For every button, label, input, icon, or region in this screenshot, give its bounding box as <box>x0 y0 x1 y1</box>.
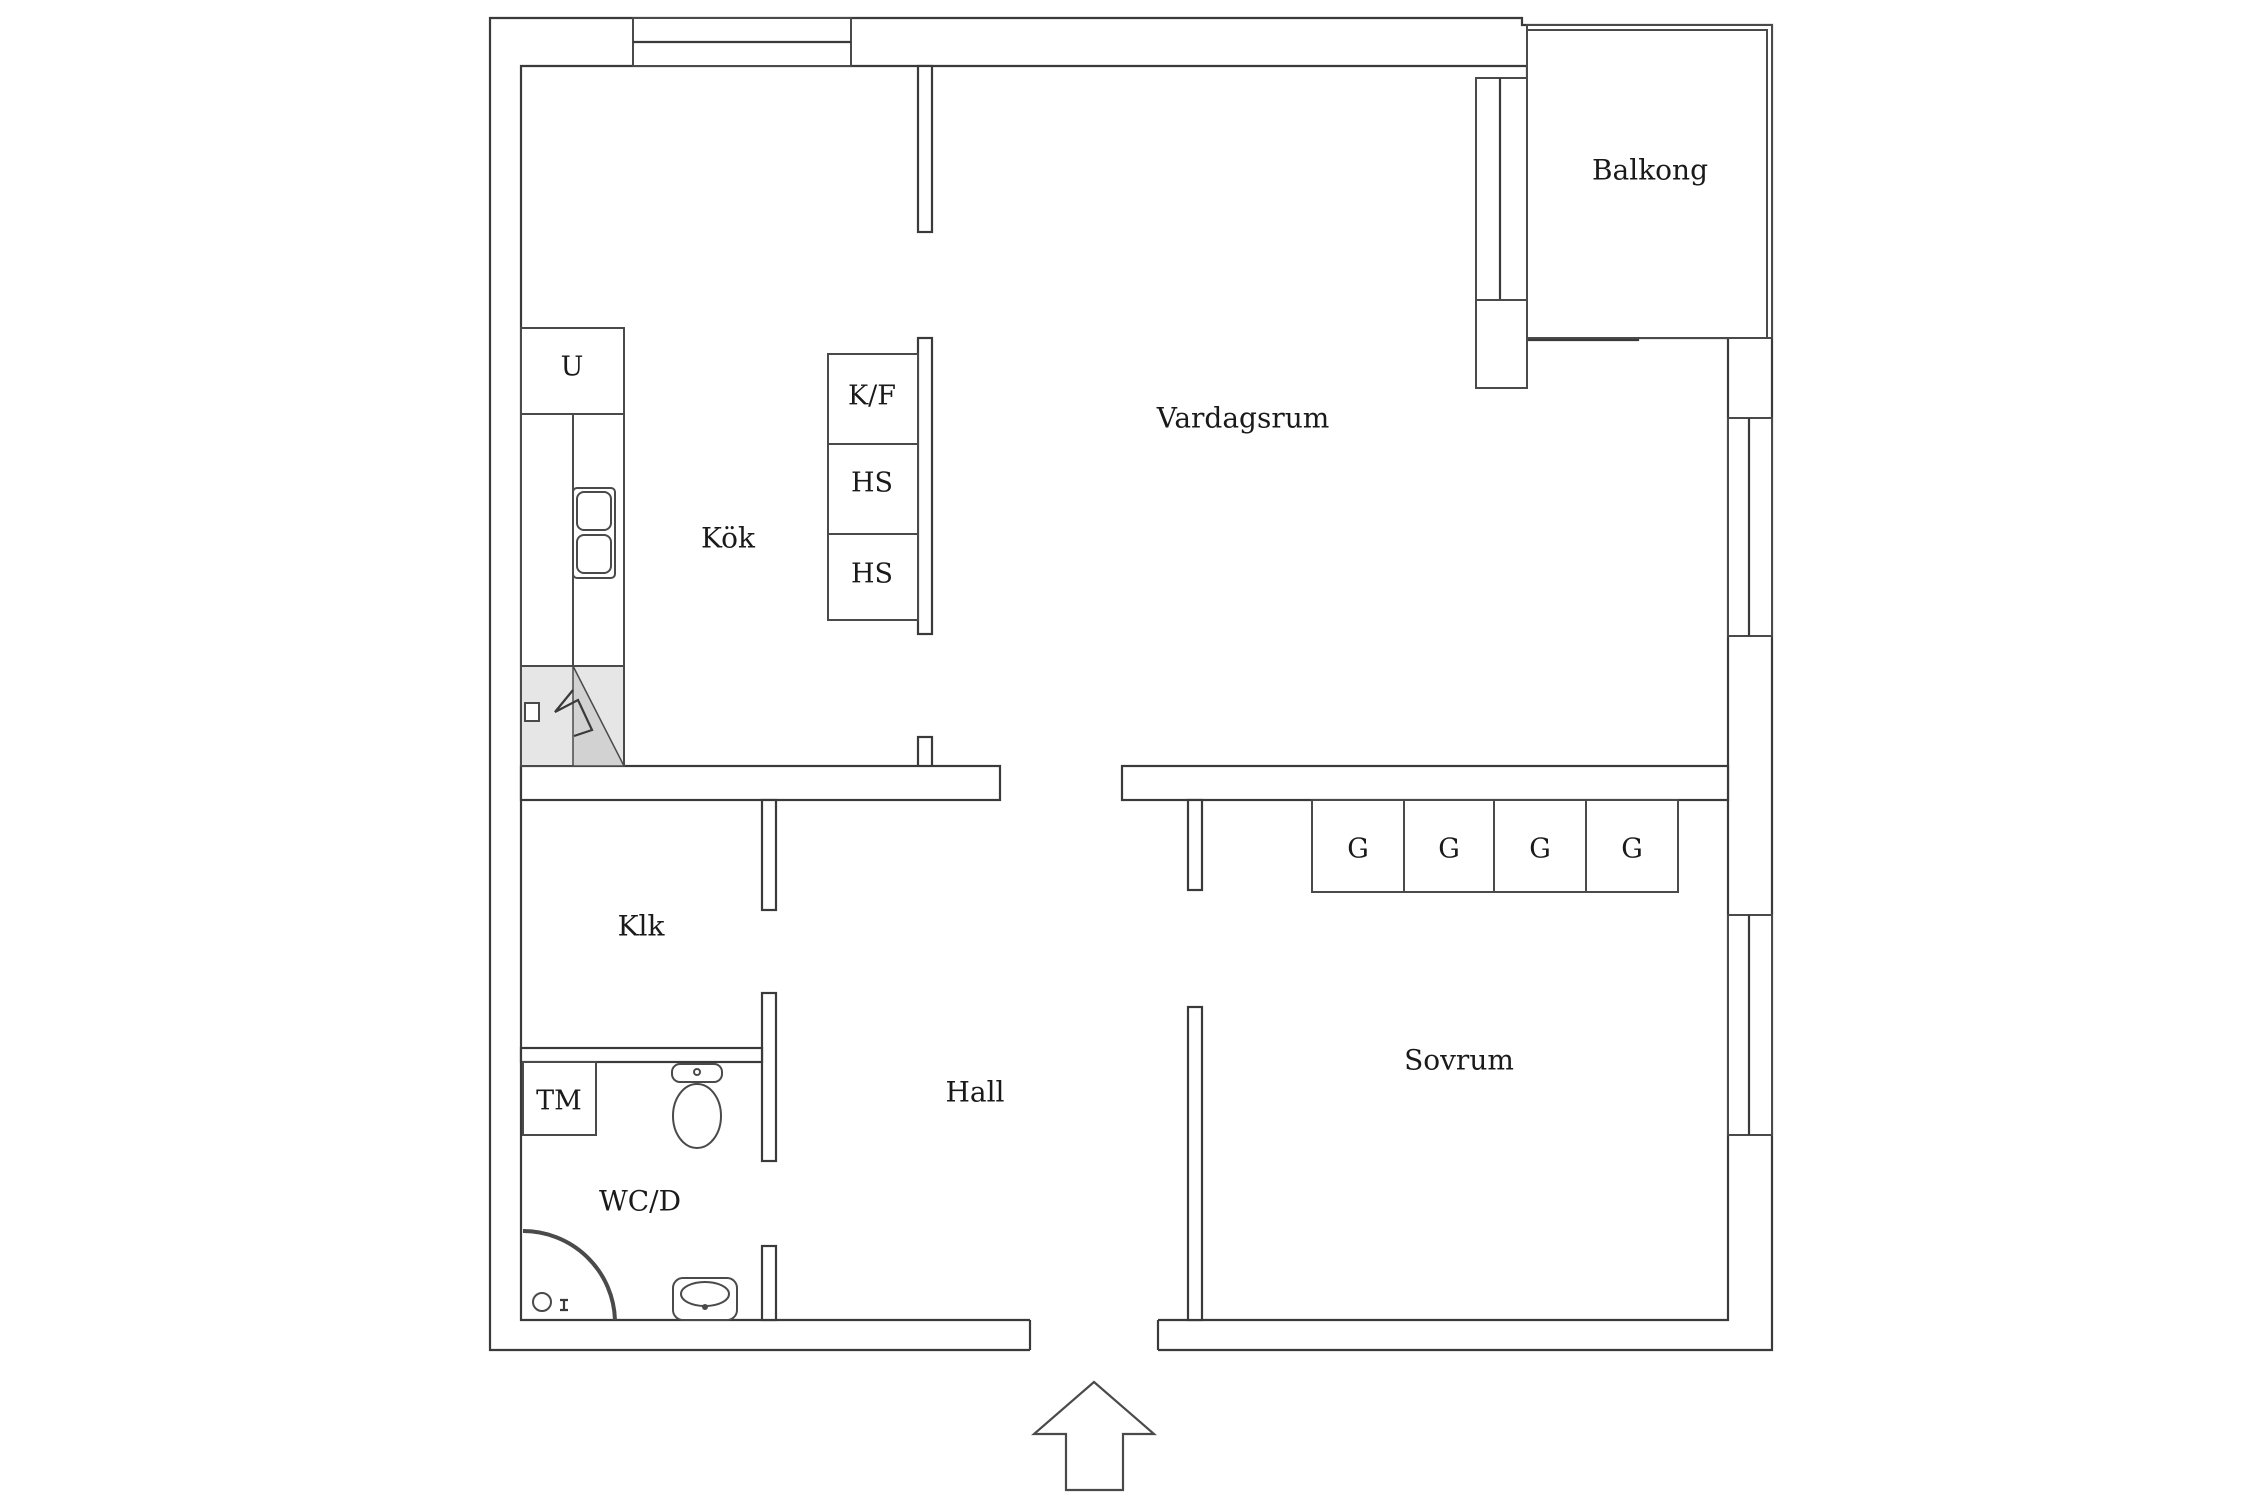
wardrobe-2-label: G <box>1438 834 1460 865</box>
room-label-wcd: WC/D <box>599 1185 681 1218</box>
room-label-kok: Kök <box>701 522 756 555</box>
wardrobes: G G G G <box>1311 799 1679 893</box>
tall-cabinet-2-label: HS <box>851 559 893 590</box>
cabinet-u-label: U <box>561 352 584 383</box>
fridge-freezer-label: K/F <box>848 381 896 412</box>
room-label-vardagsrum: Vardagsrum <box>1156 402 1330 435</box>
stove-icon <box>520 665 626 767</box>
cabinet-u <box>520 327 625 415</box>
toilet-icon <box>671 1063 723 1149</box>
wardrobe-4 <box>1585 799 1679 893</box>
washing-machine-label: TM <box>536 1086 582 1117</box>
room-label-sovrum: Sovrum <box>1404 1044 1514 1077</box>
tall-cabinet-1-label: HS <box>851 468 893 499</box>
room-label-balkong: Balkong <box>1592 154 1708 187</box>
wardrobe-1-label: G <box>1347 834 1369 865</box>
tall-cabinet-2 <box>827 533 919 621</box>
fridge-freezer <box>827 353 919 445</box>
bathroom-fixtures: TM <box>522 1061 738 1321</box>
kitchen-sink-icon <box>572 487 616 579</box>
interior-walls <box>519 17 1773 1352</box>
room-label-hall: Hall <box>945 1076 1004 1109</box>
washbasin-icon <box>672 1277 738 1321</box>
wardrobe-4-label: G <box>1621 834 1643 865</box>
tall-cabinet-1 <box>827 443 919 535</box>
entrance-door <box>1030 1318 1158 1352</box>
wardrobe-1 <box>1311 799 1405 893</box>
wardrobe-2 <box>1403 799 1495 893</box>
wardrobe-3-label: G <box>1529 834 1551 865</box>
shower-icon <box>522 1229 617 1321</box>
entrance-arrow-icon <box>1031 1380 1157 1492</box>
room-label-klk: Klk <box>618 910 666 943</box>
kitchen-fixtures: U K/F HS HS <box>520 327 919 767</box>
washing-machine <box>522 1061 597 1136</box>
